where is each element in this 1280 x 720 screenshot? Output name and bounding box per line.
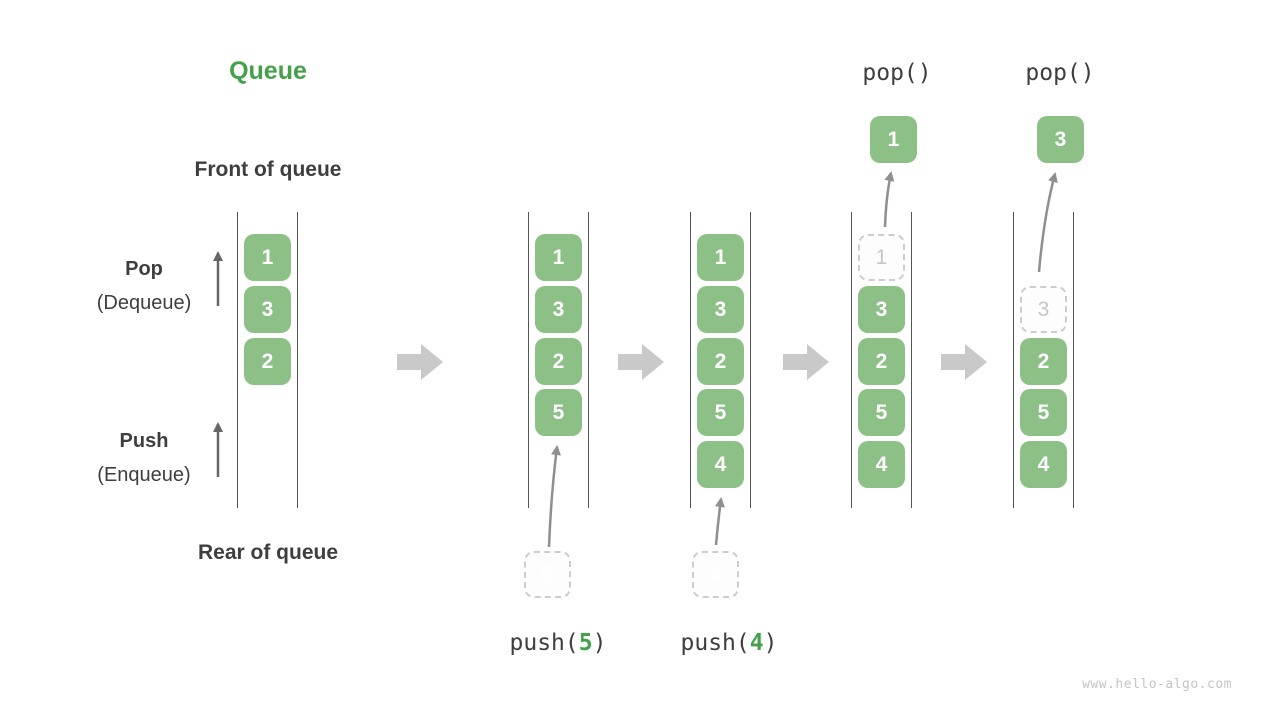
queue-item-box: 2 <box>697 338 744 385</box>
ghost-item-box: 1 <box>858 234 905 281</box>
push-enqueue-label: Push (Enqueue) <box>54 424 234 492</box>
popped-item-box: 3 <box>1037 116 1084 163</box>
queue-column-4: 1 3 2 5 4 <box>851 212 912 508</box>
queue-item-box: 5 <box>697 389 744 436</box>
popped-item-box: 1 <box>870 116 917 163</box>
rear-of-queue-label: Rear of queue <box>197 541 339 564</box>
pop-call-label-2: pop() <box>1025 60 1095 86</box>
push-call-prefix: push( <box>509 630 579 656</box>
queue-item-box: 2 <box>1020 338 1067 385</box>
dequeue-label: (Dequeue) <box>96 292 192 314</box>
incoming-item-box: 5 <box>524 551 571 598</box>
push-call-arg: 4 <box>749 630 764 656</box>
queue-item-box: 3 <box>244 286 291 333</box>
diagram-title: Queue <box>229 57 307 85</box>
push-call-suffix: ) <box>592 630 607 656</box>
queue-item-box: 2 <box>858 338 905 385</box>
enqueue-label: (Enqueue) <box>97 464 191 486</box>
step-arrow-icon <box>783 344 829 380</box>
pop-label: Pop <box>125 258 163 280</box>
queue-item-box: 2 <box>244 338 291 385</box>
push-call-label-4: push(4) <box>649 630 809 656</box>
queue-column-3: 1 3 2 5 4 <box>690 212 751 508</box>
queue-item-box: 3 <box>858 286 905 333</box>
queue-column-5: 3 2 5 4 <box>1013 212 1074 508</box>
queue-item-box: 5 <box>535 389 582 436</box>
queue-item-box: 1 <box>697 234 744 281</box>
push-call-suffix: ) <box>763 630 778 656</box>
queue-column-2: 1 3 2 5 <box>528 212 589 508</box>
queue-item-box: 1 <box>535 234 582 281</box>
queue-item-box: 1 <box>244 234 291 281</box>
step-arrow-icon <box>397 344 443 380</box>
step-arrow-icon <box>941 344 987 380</box>
queue-item-box: 4 <box>858 441 905 488</box>
incoming-item-box: 4 <box>692 551 739 598</box>
push-call-arg: 5 <box>578 630 593 656</box>
queue-item-box: 5 <box>858 389 905 436</box>
push-call-prefix: push( <box>680 630 750 656</box>
queue-column-1: 1 3 2 <box>237 212 298 508</box>
watermark: www.hello-algo.com <box>1082 677 1232 692</box>
push-call-label-5: push(5) <box>478 630 638 656</box>
front-of-queue-label: Front of queue <box>194 158 342 181</box>
pop-call-label-1: pop() <box>862 60 932 86</box>
ghost-item-box: 3 <box>1020 286 1067 333</box>
queue-item-box: 5 <box>1020 389 1067 436</box>
queue-item-box: 4 <box>697 441 744 488</box>
pop-dequeue-label: Pop (Dequeue) <box>54 252 234 320</box>
queue-item-box: 3 <box>535 286 582 333</box>
queue-item-box: 2 <box>535 338 582 385</box>
step-arrow-icon <box>618 344 664 380</box>
push-label: Push <box>119 430 169 452</box>
queue-item-box: 3 <box>697 286 744 333</box>
queue-item-box: 4 <box>1020 441 1067 488</box>
